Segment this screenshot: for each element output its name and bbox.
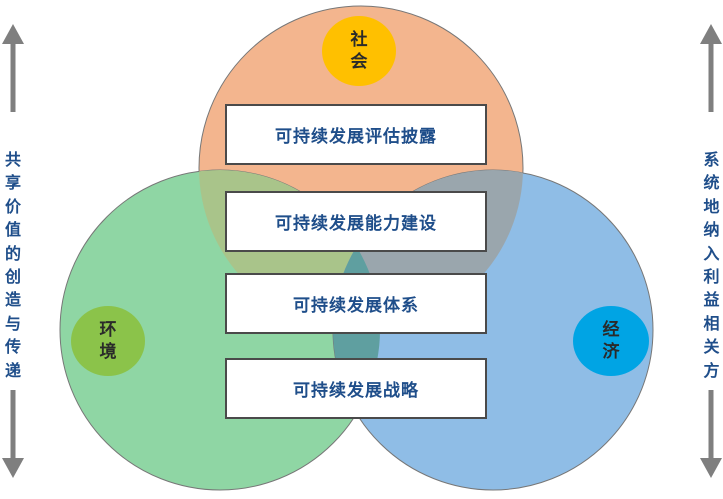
arrow-up-head [2, 24, 24, 44]
economy-label-2: 济 [602, 342, 620, 362]
right-arrows [700, 24, 722, 478]
left-char: 的 [4, 243, 21, 263]
box-system-label: 可持续发展体系 [293, 296, 419, 316]
box-disclosure-label: 可持续发展评估披露 [275, 127, 437, 147]
right-char: 入 [703, 243, 720, 263]
left-side-text: 共 享 价 值 的 创 造 与 传 递 [0, 148, 26, 382]
left-char: 价 [4, 196, 21, 216]
box-capacity-label: 可持续发展能力建设 [275, 214, 437, 234]
right-char: 纳 [703, 220, 720, 240]
box-strategy: 可持续发展战略 [225, 358, 487, 419]
right-char: 相 [703, 313, 720, 333]
box-capacity: 可持续发展能力建设 [225, 191, 487, 252]
left-char: 造 [4, 290, 21, 310]
left-char: 传 [4, 337, 21, 357]
left-char: 享 [4, 173, 21, 193]
environment-label-2: 境 [99, 342, 117, 362]
box-system: 可持续发展体系 [225, 273, 487, 334]
box-strategy-label: 可持续发展战略 [293, 381, 419, 401]
right-char: 统 [703, 173, 720, 193]
right-char: 益 [703, 290, 720, 310]
left-char: 与 [4, 313, 21, 333]
right-char: 方 [703, 360, 720, 380]
left-char: 创 [4, 267, 21, 287]
left-char: 递 [4, 360, 21, 380]
environment-badge: 环 境 [71, 306, 145, 376]
box-disclosure: 可持续发展评估披露 [225, 104, 487, 165]
right-char: 地 [703, 196, 720, 216]
economy-label-1: 经 [602, 320, 620, 340]
right-side-text: 系 统 地 纳 入 利 益 相 关 方 [700, 148, 723, 382]
economy-badge: 经 济 [573, 306, 649, 376]
right-char: 关 [703, 337, 720, 357]
right-char: 系 [703, 150, 720, 169]
arrow-down-head [700, 458, 722, 478]
arrow-up-head [700, 24, 722, 44]
left-char: 共 [4, 150, 21, 169]
right-char: 利 [703, 267, 720, 287]
left-char: 值 [4, 220, 21, 240]
society-label-1: 社 [350, 30, 368, 50]
society-label-2: 会 [350, 52, 368, 72]
arrow-down-head [2, 458, 24, 478]
left-arrows [2, 24, 24, 478]
environment-label-1: 环 [99, 320, 117, 340]
society-badge: 社 会 [322, 16, 396, 86]
